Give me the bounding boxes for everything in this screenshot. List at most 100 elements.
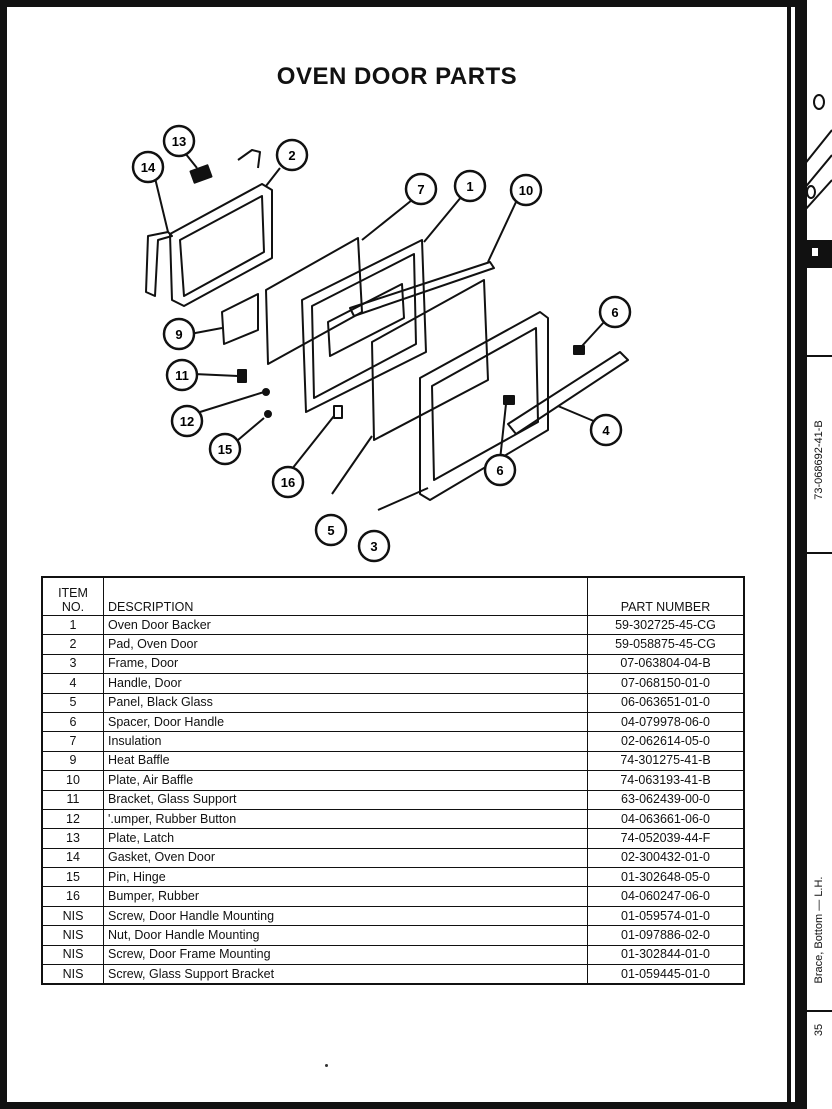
header-part-number: PART NUMBER	[587, 576, 745, 616]
item-no-cell: 7	[41, 731, 104, 752]
heat-baffle-part	[221, 293, 259, 345]
callout-1: 1	[453, 169, 487, 203]
callout-number: 15	[218, 442, 232, 457]
item-no-cell: NIS	[41, 906, 104, 927]
page-border-left	[0, 0, 7, 1109]
gasket-part	[145, 231, 173, 297]
item-no-cell: 6	[41, 712, 104, 733]
part-number-cell: 07-063804-04-B	[587, 654, 745, 675]
item-no-cell: 10	[41, 770, 104, 791]
exploded-parts-diagram: 1 2 3 4 5 6 6 7 9 10 11 12 13 14 15 16	[131, 124, 632, 563]
callout-number: 5	[327, 523, 334, 538]
item-no-cell: 16	[41, 886, 104, 907]
parts-table-header: ITEM NO. DESCRIPTION PART NUMBER	[41, 576, 745, 616]
callout-number: 3	[370, 539, 377, 554]
item-no-cell: 3	[41, 654, 104, 675]
page-title: OVEN DOOR PARTS	[276, 63, 518, 90]
item-no-cell: 14	[41, 848, 104, 869]
scan-speck	[325, 1064, 328, 1067]
description-cell: Bracket, Glass Support	[103, 790, 588, 810]
description-cell: Screw, Door Handle Mounting	[103, 906, 588, 927]
callout-number: 2	[288, 148, 295, 163]
description-cell: Heat Baffle	[103, 751, 588, 772]
part-number-cell: 04-063661-06-0	[587, 809, 745, 830]
callout-6b: 6	[483, 453, 517, 487]
side-strip-notch-mark	[812, 248, 818, 256]
callout-10: 10	[509, 173, 543, 207]
item-no-cell: 13	[41, 828, 104, 849]
rubber-bumper-part	[333, 405, 343, 419]
part-number-cell: 59-302725-45-CG	[587, 615, 745, 636]
handle-spacer-part	[573, 345, 585, 355]
callout-number: 14	[141, 160, 156, 175]
part-number-cell: 74-063193-41-B	[587, 770, 745, 791]
description-cell: Frame, Door	[103, 654, 588, 675]
part-number-cell: 04-079978-06-0	[587, 712, 745, 733]
item-no-cell: 9	[41, 751, 104, 772]
page-border-top	[0, 0, 832, 7]
callout-number: 1	[466, 179, 473, 194]
latch-plate-part	[189, 164, 213, 184]
callout-number: 13	[172, 134, 186, 149]
part-number-cell: 01-302844-01-0	[587, 945, 745, 966]
callout-number: 16	[281, 475, 295, 490]
description-cell: Oven Door Backer	[103, 615, 588, 636]
insulation-part	[265, 237, 363, 365]
adjacent-page-fragment	[799, 94, 832, 211]
callout-14: 14	[131, 150, 165, 184]
callout-12: 12	[170, 404, 204, 438]
hinge-pin-part	[264, 410, 272, 418]
side-strip-rule	[807, 355, 832, 357]
callout-number: 6	[611, 305, 618, 320]
part-number-cell: 01-059574-01-0	[587, 906, 745, 927]
part-number-cell: 01-097886-02-0	[587, 925, 745, 946]
item-no-cell: 2	[41, 634, 104, 655]
glass-support-bracket-part	[237, 369, 247, 383]
oven-door-backer-part	[301, 239, 427, 413]
handle-spacer-part	[503, 395, 515, 405]
header-item-no: ITEM NO.	[41, 576, 104, 616]
description-cell: Spacer, Door Handle	[103, 712, 588, 733]
callout-11: 11	[165, 358, 199, 392]
item-no-cell: 4	[41, 673, 104, 694]
part-number-cell: 02-300432-01-0	[587, 848, 745, 869]
item-no-cell: 1	[41, 615, 104, 636]
description-cell: Plate, Latch	[103, 828, 588, 849]
callout-number: 6	[496, 463, 503, 478]
callout-number: 4	[602, 423, 610, 438]
callout-number: 11	[175, 368, 189, 383]
item-no-cell: 5	[41, 693, 104, 713]
item-no-cell: NIS	[41, 945, 104, 966]
item-no-cell: NIS	[41, 925, 104, 946]
glass-panel-part	[371, 279, 489, 441]
part-number-cell: 06-063651-01-0	[587, 693, 745, 713]
side-strip-rule	[807, 552, 832, 554]
latch-clip-part	[237, 149, 261, 169]
item-no-cell: 11	[41, 790, 104, 810]
callout-number: 12	[180, 414, 194, 429]
part-number-cell: 74-301275-41-B	[587, 751, 745, 772]
callout-7: 7	[404, 172, 438, 206]
callout-number: 7	[417, 182, 424, 197]
callout-leaders	[154, 147, 605, 511]
item-no-cell: 12	[41, 809, 104, 830]
callout-number: 10	[519, 183, 533, 198]
page-border-bottom	[0, 1102, 832, 1109]
part-number-cell: 02-062614-05-0	[587, 731, 745, 752]
callout-9: 9	[162, 317, 196, 351]
